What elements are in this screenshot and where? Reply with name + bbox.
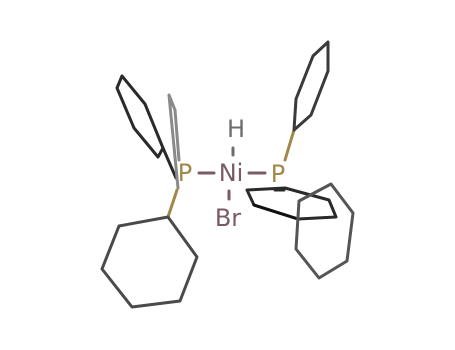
atom-p-left: P	[178, 159, 192, 187]
cyclohexyl-top-left-rear	[167, 93, 180, 190]
atom-br: Br	[215, 204, 241, 232]
atom-ni: Ni	[219, 159, 244, 187]
right-phosphine-bonds	[273, 128, 296, 192]
cyclohexyl-middle-right-front	[252, 203, 300, 221]
bond-p-left-up	[173, 108, 181, 162]
atom-p-right: P	[271, 160, 285, 188]
cyclohexyl-top-right	[292, 40, 330, 132]
bond-p-left-rear	[161, 146, 178, 180]
left-phosphine-bonds	[161, 108, 181, 219]
ni-bonds	[197, 146, 267, 201]
cyclohexyl-top-left	[115, 74, 165, 159]
cyclohexyl-middle-right	[245, 186, 338, 221]
cyclohexyl-bottom-right	[294, 182, 355, 280]
bond-p-left-down	[166, 188, 179, 219]
atom-h: H	[227, 115, 245, 143]
bond-p-right-up	[283, 128, 296, 162]
cyclohexyl-bottom-left	[100, 215, 199, 309]
